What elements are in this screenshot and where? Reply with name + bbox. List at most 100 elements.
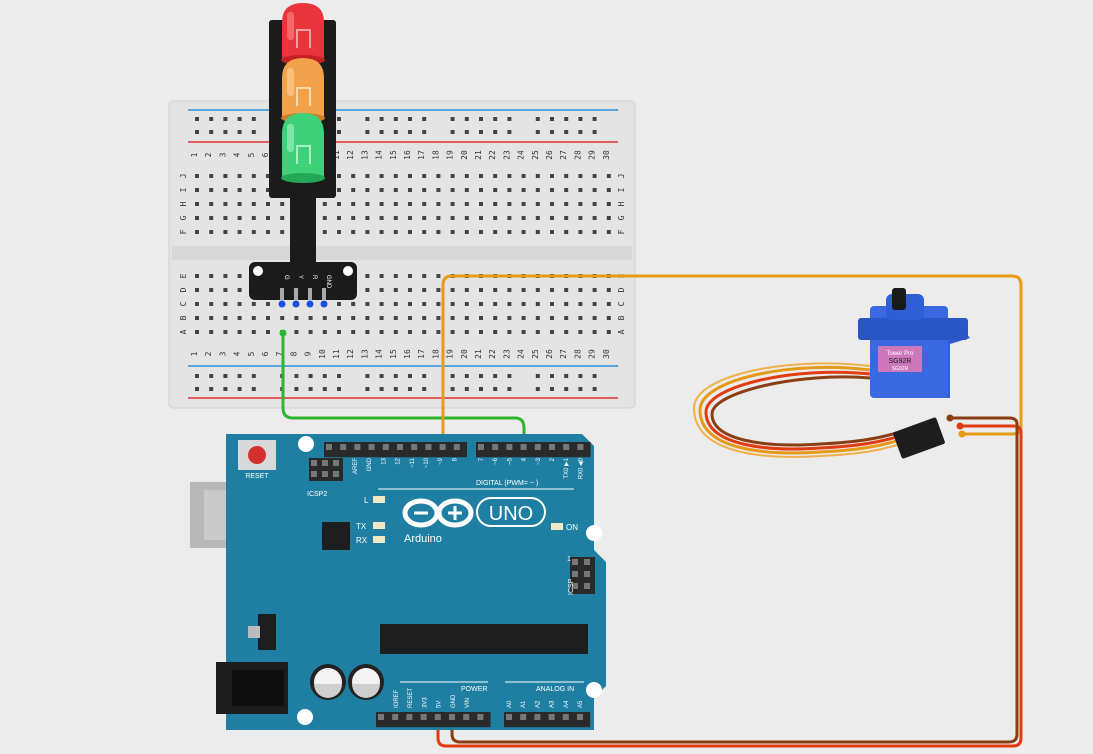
breadboard-hole[interactable] — [507, 374, 512, 378]
breadboard-hole[interactable] — [422, 117, 427, 121]
breadboard-hole[interactable] — [251, 188, 256, 192]
breadboard-hole[interactable] — [408, 130, 412, 134]
breadboard-hole[interactable] — [464, 230, 469, 234]
breadboard-hole[interactable] — [606, 302, 611, 306]
breadboard-hole[interactable] — [436, 288, 441, 292]
breadboard-hole[interactable] — [223, 288, 228, 292]
breadboard-hole[interactable] — [606, 230, 611, 234]
traffic-light-pin[interactable] — [308, 288, 312, 300]
breadboard-hole[interactable] — [564, 117, 569, 121]
breadboard-hole[interactable] — [365, 188, 370, 192]
breadboard-hole[interactable] — [592, 174, 597, 178]
breadboard-hole[interactable] — [322, 316, 327, 320]
breadboard-hole[interactable] — [379, 216, 384, 220]
breadboard-hole[interactable] — [223, 330, 228, 334]
breadboard-hole[interactable] — [195, 330, 199, 334]
breadboard-hole[interactable] — [535, 117, 540, 121]
header-pin[interactable] — [434, 714, 441, 720]
breadboard-hole[interactable] — [578, 188, 583, 192]
breadboard-hole[interactable] — [578, 202, 583, 206]
header-pin[interactable] — [577, 714, 583, 720]
breadboard-hole[interactable] — [578, 130, 583, 134]
breadboard-hole[interactable] — [521, 330, 526, 334]
breadboard-hole[interactable] — [535, 216, 540, 220]
breadboard-hole[interactable] — [521, 288, 526, 292]
breadboard-hole[interactable] — [322, 230, 327, 234]
breadboard-hole[interactable] — [322, 330, 327, 334]
breadboard-hole[interactable] — [507, 387, 512, 391]
breadboard-hole[interactable] — [592, 202, 597, 206]
breadboard-hole[interactable] — [464, 374, 469, 378]
header-pin[interactable] — [534, 714, 541, 720]
breadboard-hole[interactable] — [564, 288, 569, 292]
header-pin[interactable] — [378, 714, 384, 720]
header-pin[interactable] — [368, 444, 375, 450]
breadboard-hole[interactable] — [507, 330, 512, 334]
breadboard-hole[interactable] — [550, 387, 554, 391]
breadboard-hole[interactable] — [322, 387, 327, 391]
breadboard-hole[interactable] — [535, 330, 540, 334]
breadboard-hole[interactable] — [365, 117, 370, 121]
breadboard-hole[interactable] — [550, 117, 554, 121]
breadboard-hole[interactable] — [564, 387, 569, 391]
breadboard-hole[interactable] — [507, 188, 512, 192]
breadboard-hole[interactable] — [422, 330, 427, 334]
breadboard-hole[interactable] — [436, 202, 441, 206]
breadboard-hole[interactable] — [521, 230, 526, 234]
breadboard-hole[interactable] — [464, 174, 469, 178]
breadboard-hole[interactable] — [266, 174, 270, 178]
breadboard-hole[interactable] — [493, 202, 498, 206]
breadboard-hole[interactable] — [550, 230, 554, 234]
breadboard-hole[interactable] — [578, 117, 583, 121]
breadboard-hole[interactable] — [592, 302, 597, 306]
breadboard-hole[interactable] — [464, 330, 469, 334]
header-pin[interactable] — [453, 444, 460, 450]
breadboard-hole[interactable] — [408, 274, 412, 278]
icsp-header[interactable] — [570, 557, 595, 594]
header-pin[interactable] — [477, 714, 484, 720]
breadboard-hole[interactable] — [379, 316, 384, 320]
breadboard-hole[interactable] — [507, 117, 512, 121]
header-pin[interactable] — [520, 714, 527, 720]
breadboard-hole[interactable] — [564, 130, 569, 134]
header-pin[interactable] — [439, 444, 446, 450]
breadboard-hole[interactable] — [464, 302, 469, 306]
breadboard-hole[interactable] — [578, 288, 583, 292]
digital-header-left[interactable] — [324, 442, 467, 458]
breadboard-hole[interactable] — [521, 174, 526, 178]
header-pin[interactable] — [326, 444, 332, 450]
breadboard-hole[interactable] — [280, 202, 285, 206]
breadboard-hole[interactable] — [592, 230, 597, 234]
red-power-wire[interactable] — [436, 424, 1023, 748]
header-pin[interactable] — [340, 444, 347, 450]
breadboard-hole[interactable] — [535, 302, 540, 306]
breadboard-hole[interactable] — [337, 302, 341, 306]
breadboard-hole[interactable] — [578, 374, 583, 378]
breadboard-hole[interactable] — [308, 387, 313, 391]
breadboard-hole[interactable] — [393, 117, 398, 121]
breadboard-hole[interactable] — [237, 216, 242, 220]
header-pin[interactable] — [411, 444, 418, 450]
breadboard-hole[interactable] — [436, 302, 441, 306]
breadboard-hole[interactable] — [251, 330, 256, 334]
breadboard-hole[interactable] — [450, 117, 455, 121]
breadboard-hole[interactable] — [450, 174, 455, 178]
header-pin[interactable] — [322, 460, 328, 466]
header-pin[interactable] — [506, 714, 512, 720]
header-pin[interactable] — [572, 559, 578, 565]
breadboard-hole[interactable] — [507, 288, 512, 292]
breadboard-hole[interactable] — [209, 374, 214, 378]
breadboard-hole[interactable] — [266, 202, 270, 206]
breadboard-hole[interactable] — [223, 316, 228, 320]
breadboard-hole[interactable] — [379, 130, 384, 134]
breadboard-hole[interactable] — [408, 316, 412, 320]
breadboard-hole[interactable] — [578, 387, 583, 391]
breadboard-hole[interactable] — [479, 302, 483, 306]
breadboard-hole[interactable] — [606, 188, 611, 192]
breadboard-hole[interactable] — [464, 216, 469, 220]
breadboard-hole[interactable] — [237, 202, 242, 206]
breadboard-hole[interactable] — [479, 230, 483, 234]
breadboard-hole[interactable] — [280, 316, 285, 320]
breadboard-hole[interactable] — [592, 387, 597, 391]
breadboard-hole[interactable] — [507, 130, 512, 134]
